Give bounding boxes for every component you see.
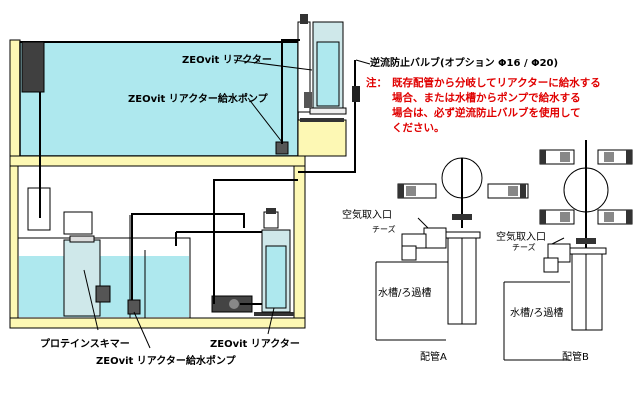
pipe-a-diagram [375, 157, 529, 341]
bottom-pump [127, 299, 141, 315]
label-reactor-top-pump: ZEOvit リアクター給水ポンプ [128, 92, 269, 105]
label-check-valve: 逆流防止バルブ(オプション Φ16 / Φ20) [370, 56, 558, 69]
pipes [39, 39, 356, 305]
note-line-2: 場合、または水槽からポンプで給水する [392, 91, 581, 104]
top-reactor [297, 14, 347, 157]
label-skimmer: プロテインスキマー [40, 337, 130, 350]
skimmer-pump [95, 285, 111, 303]
pipe-b-air-intake: 空気取入口 [496, 230, 546, 243]
label-reactor-top: ZEOvit リアクター [182, 54, 272, 66]
check-valve [352, 86, 360, 102]
note-line-3: 場合は、必ず逆流防止バルブを使用して [392, 106, 581, 119]
pipe-b-cheese: チーズ [512, 242, 536, 252]
cabinet-top [9, 155, 306, 167]
pipe-a-caption: 配管A [420, 350, 447, 363]
pipe-b-diagram [503, 140, 633, 361]
label-reactor-bottom-pump: ZEOvit リアクター給水ポンプ [96, 354, 237, 367]
note-head: 注： [366, 76, 387, 89]
pipe-a-cheese: チーズ [372, 224, 396, 234]
note-line-4: ください。 [392, 122, 445, 134]
reactor-stand [297, 119, 347, 157]
pipe-a-tank: 水槽/ろ過槽 [378, 286, 431, 299]
pipe-b-caption: 配管B [562, 350, 589, 363]
reactor-base [300, 118, 344, 122]
pipe-b-tank: 水槽/ろ過槽 [510, 306, 563, 319]
leader-lines [83, 59, 313, 349]
reactor-media [316, 41, 340, 107]
label-reactor-bottom: ZEOvit リアクター [210, 338, 300, 350]
pipe-a-air-intake: 空気取入口 [342, 208, 392, 221]
skimmer-body [63, 239, 101, 317]
cabinet [9, 165, 306, 329]
note-line-1: 既存配管から分岐してリアクターに給水する [392, 76, 601, 89]
overflow-box [21, 41, 45, 93]
